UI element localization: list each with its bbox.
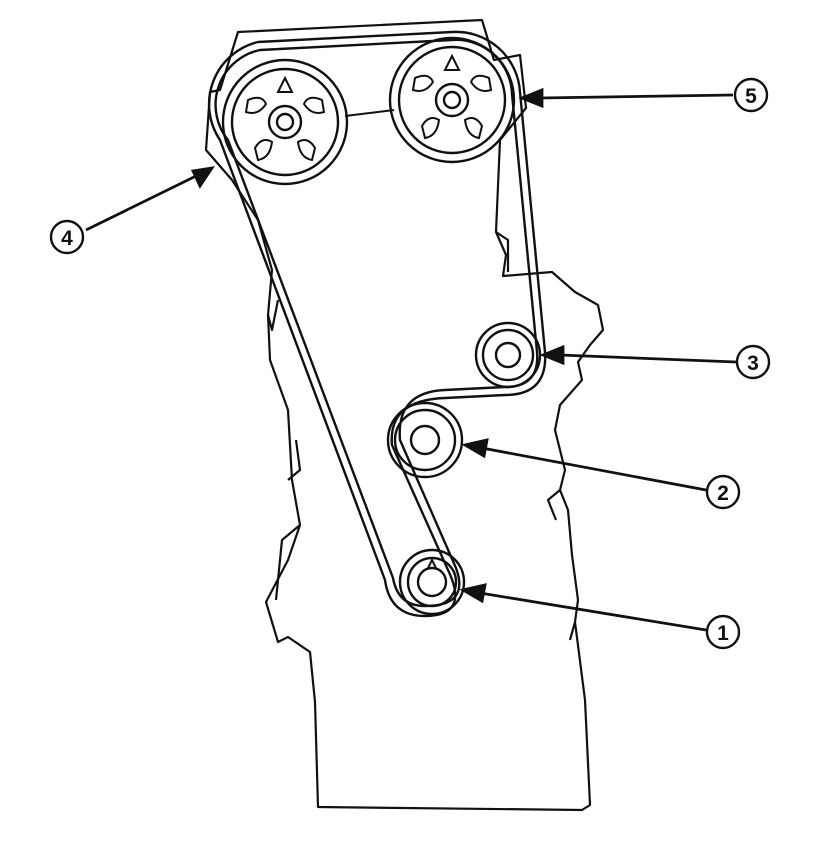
callout-1: 1: [705, 614, 741, 650]
callout-5: 5: [733, 77, 769, 113]
leader-arrow-5: [539, 93, 734, 100]
leader-arrow-1: [479, 591, 707, 632]
leader-arrows: [85, 87, 737, 632]
callout-2-label: 2: [717, 482, 729, 505]
callout-4-label: 4: [61, 227, 73, 250]
callout-3-label: 3: [747, 352, 759, 375]
crankshaft-pulley: [398, 548, 466, 616]
arrowhead-4-icon: [190, 166, 215, 189]
callout-4: 4: [49, 219, 85, 255]
idler-pulley: [474, 321, 542, 389]
engine-block-outline: [204, 18, 605, 812]
arrowhead-2-icon: [461, 438, 489, 459]
arrowhead-1-icon: [459, 583, 487, 604]
callout-2: 2: [705, 474, 741, 510]
leader-arrow-3: [559, 353, 737, 364]
callout-3: 3: [735, 344, 771, 380]
pulley-bracket-line: [344, 109, 395, 117]
left-camshaft-pulley: [221, 58, 349, 186]
callout-5-label: 5: [745, 85, 757, 108]
arrowhead-5-icon: [518, 87, 544, 109]
arrowhead-3-icon: [539, 344, 565, 366]
tensioner-pulley: [386, 401, 464, 479]
timing-belt: [207, 30, 547, 618]
leader-arrow-2: [481, 446, 707, 492]
right-camshaft-pulley: [388, 36, 516, 164]
callout-1-label: 1: [717, 622, 729, 645]
leader-arrow-4: [85, 174, 197, 232]
